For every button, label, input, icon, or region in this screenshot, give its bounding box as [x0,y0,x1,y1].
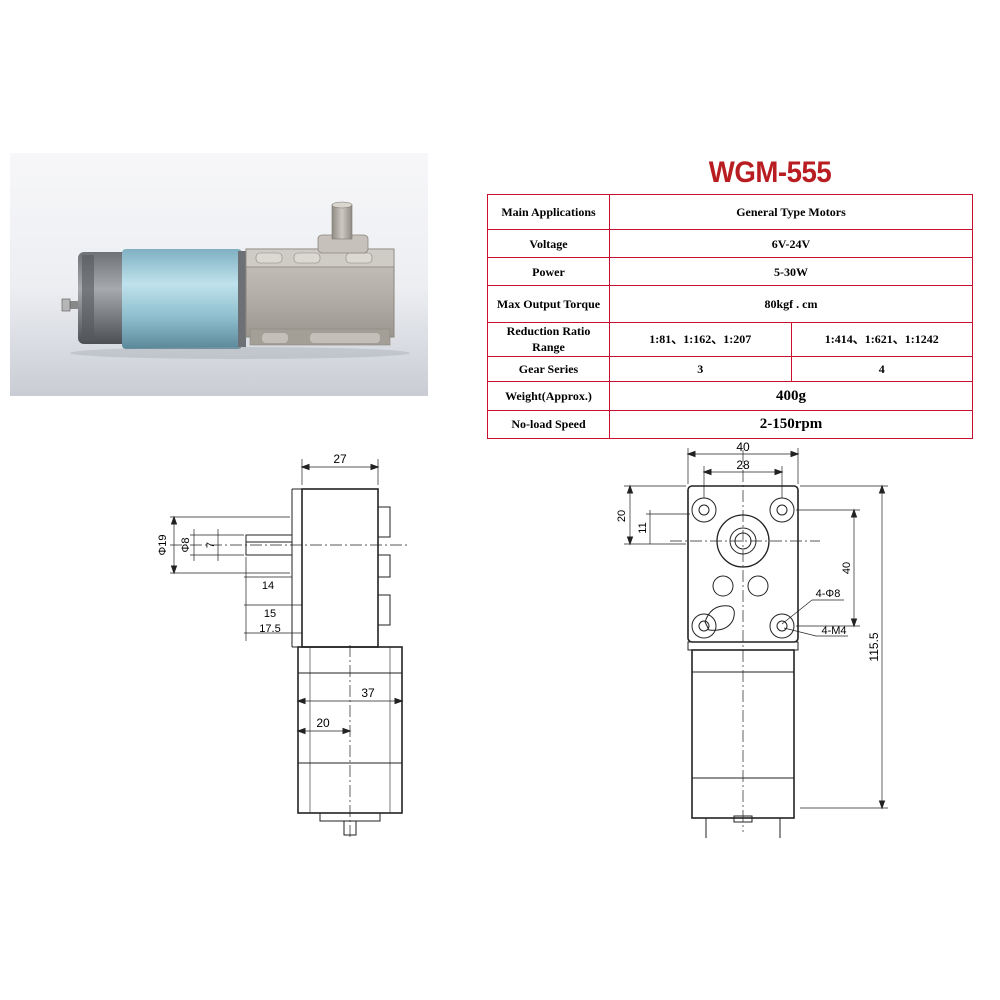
spec-table: Main Applications General Type Motors Vo… [487,193,973,440]
dim-thread: 4-M4 [821,625,846,637]
row-noload-speed: No-load Speed 2-150rpm [487,409,973,440]
dim-15: 15 [264,608,276,620]
front-view-labels: 40 28 20 11 40 4-Φ8 4-M4 115.5 [616,440,881,662]
dim-total-height: 115.5 [867,632,881,661]
row-max-torque: Max Output Torque 80kgf . cm [487,285,973,323]
label-main-applications: Main Applications [487,193,610,231]
dim-20: 20 [316,716,330,730]
dim-d8: Φ8 [180,538,192,553]
dim-11: 11 [637,522,649,533]
label-noload-speed: No-load Speed [487,409,610,440]
value-voltage: 6V-24V [609,229,973,259]
row-weight: Weight(Approx.) 400g [487,380,973,411]
value-max-torque: 80kgf . cm [609,285,973,323]
row-main-applications: Main Applications General Type Motors [487,193,973,231]
dim-17-5: 17.5 [259,623,280,635]
side-view-drawing [170,459,408,837]
value-main-applications: General Type Motors [609,193,973,231]
dim-27: 27 [333,452,347,466]
value-reduction-ratio-4: 1:414、1:621、1:1242 [790,321,973,357]
value-power: 5-30W [609,257,973,287]
label-weight: Weight(Approx.) [487,380,610,411]
side-view-labels: 27 Φ19 Φ8 7 14 15 17.5 37 20 [157,452,375,730]
dim-d19: Φ19 [157,534,169,555]
value-gear-series-3: 3 [609,355,792,382]
label-power: Power [487,257,610,287]
label-reduction-ratio: Reduction Ratio Range [487,321,610,357]
row-power: Power 5-30W [487,257,973,287]
dim-hole-dia: 4-Φ8 [816,588,841,600]
value-noload-speed: 2-150rpm [609,409,973,440]
dim-14: 14 [262,580,274,592]
label-gear-series: Gear Series [487,355,610,382]
row-gear-series: Gear Series 3 4 [487,355,973,382]
dim-40-width: 40 [736,440,750,454]
dim-20-front: 20 [616,510,628,522]
value-gear-series-4: 4 [790,355,973,382]
dim-37: 37 [361,686,375,700]
value-weight: 400g [609,380,973,411]
label-max-torque: Max Output Torque [487,285,610,323]
front-view-drawing [624,448,888,838]
dim-7: 7 [205,542,217,548]
row-reduction-ratio: Reduction Ratio Range 1:81、1:162、1:207 1… [487,321,973,357]
row-voltage: Voltage 6V-24V [487,229,973,259]
motor-3d-render [10,153,428,396]
value-reduction-ratio-3: 1:81、1:162、1:207 [609,321,792,357]
product-title: WGM-555 [708,156,832,189]
dim-40-holes: 40 [841,562,853,574]
label-voltage: Voltage [487,229,610,259]
dim-28: 28 [736,458,750,472]
